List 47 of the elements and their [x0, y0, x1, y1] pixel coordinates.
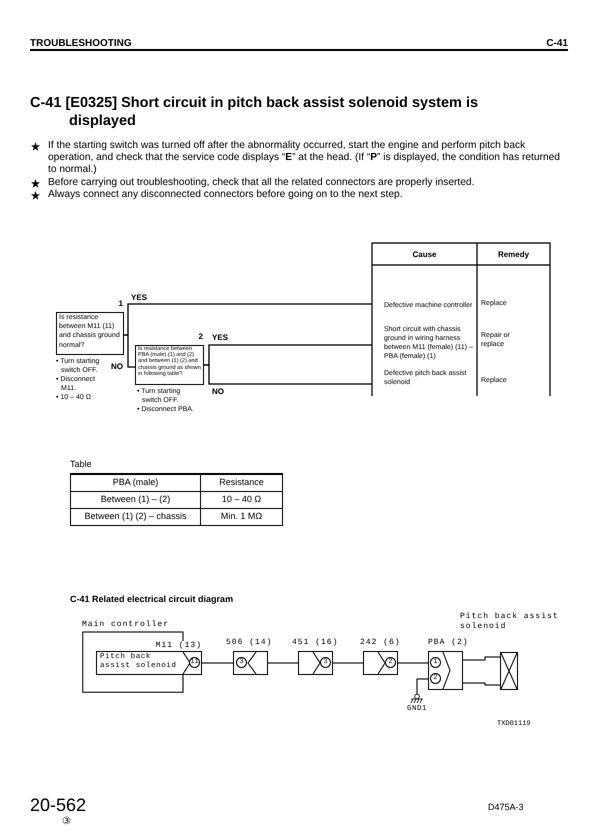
edge-label: NO: [212, 387, 224, 397]
wire: [202, 662, 234, 664]
edge-label: NO: [111, 362, 123, 372]
wire: [268, 662, 298, 664]
label-text: TROUBLESHOOTING: [30, 37, 132, 51]
connector-label: 451 (16): [292, 638, 340, 648]
table-cell: 10 – 40 Ω: [200, 491, 282, 508]
table-cell: PBA (male): [70, 474, 200, 491]
page-footer-text: D475A-3: [488, 801, 524, 814]
label-text: C-41 Related electrical circuit diagram: [70, 593, 234, 606]
label-text: Cause: [411, 249, 438, 261]
wire: [332, 662, 364, 664]
step-number: 2: [198, 333, 204, 343]
controller-label: Main controller: [82, 620, 170, 630]
label-text: Table: [70, 458, 92, 471]
note-text: If the starting switch was turned off after the abnormality occurred, start the engine and perform pitch back operation, and check that the service code displays “E” at the head. (If “P” is displayed, the condition has returned to normal.): [48, 140, 561, 176]
connector-label: M11 (13): [154, 641, 202, 651]
step-number: 1: [118, 300, 124, 310]
flow-line: [124, 334, 135, 368]
flow-line: [204, 364, 372, 385]
connector-box: [96, 651, 202, 675]
label-text: Remedy: [496, 249, 530, 261]
connector-box: [298, 651, 333, 675]
connector-label: Pitch back assist solenoid: [460, 612, 560, 632]
connector-box: [233, 651, 268, 675]
label-text: ③: [62, 815, 71, 829]
connector-box: [428, 651, 463, 690]
wire: [462, 656, 500, 660]
table-cell: Between (1) – (2): [70, 491, 200, 508]
page-title: C-41 [E0325] Short circuit in pitch back assist solenoid system is displayed: [30, 94, 480, 130]
connector-box: [363, 651, 398, 675]
edge-label: YES: [212, 333, 228, 343]
label-text: C-41: [545, 37, 568, 51]
note-text: Always connect any disconnected connectors before going on to the next step.: [48, 189, 404, 201]
page-footer-text: 20-562: [30, 794, 86, 816]
table-cell: Between (1) (2) – chassis: [70, 508, 200, 525]
wire: [416, 678, 428, 694]
table-cell: Resistance: [200, 474, 282, 491]
connector-label: PBA (2): [428, 638, 470, 648]
connector-label: 506 (14): [226, 638, 274, 648]
note-text: Before carrying out troubleshooting, check that all the related connectors are properly inserted.: [48, 177, 476, 189]
table-cell: Min. 1 MΩ: [200, 508, 282, 525]
solenoid-symbol: [500, 652, 518, 690]
connector-label: 242 (6): [360, 638, 402, 648]
edge-label: YES: [131, 293, 148, 303]
wire: [398, 662, 428, 664]
wire: [462, 682, 500, 686]
